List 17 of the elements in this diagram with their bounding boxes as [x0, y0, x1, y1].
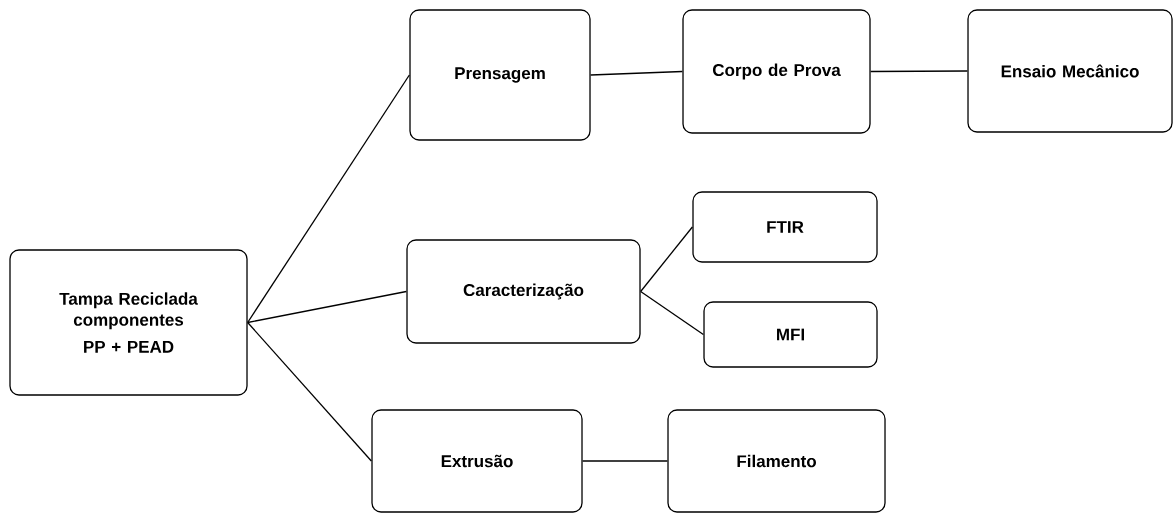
connector-line — [247, 321, 372, 462]
process-box: Prensagem — [409, 9, 591, 141]
connector-line — [582, 460, 668, 462]
process-box: MFI — [703, 301, 878, 368]
process-box: Tampa Reciclada componentes PP + PEAD — [9, 249, 248, 396]
connector-line — [640, 226, 693, 293]
process-box: Caracterização — [406, 239, 641, 344]
process-box: Extrusão — [371, 409, 583, 513]
connector-line — [870, 70, 968, 73]
connector-line — [247, 290, 407, 324]
connector-line — [590, 70, 683, 76]
connector-line — [247, 74, 410, 324]
process-box: Corpo de Prova — [682, 9, 871, 134]
process-box: FTIR — [692, 191, 878, 263]
connector-line — [640, 290, 704, 336]
process-box: Ensaio Mecânico — [967, 9, 1173, 133]
process-box: Filamento — [667, 409, 886, 513]
